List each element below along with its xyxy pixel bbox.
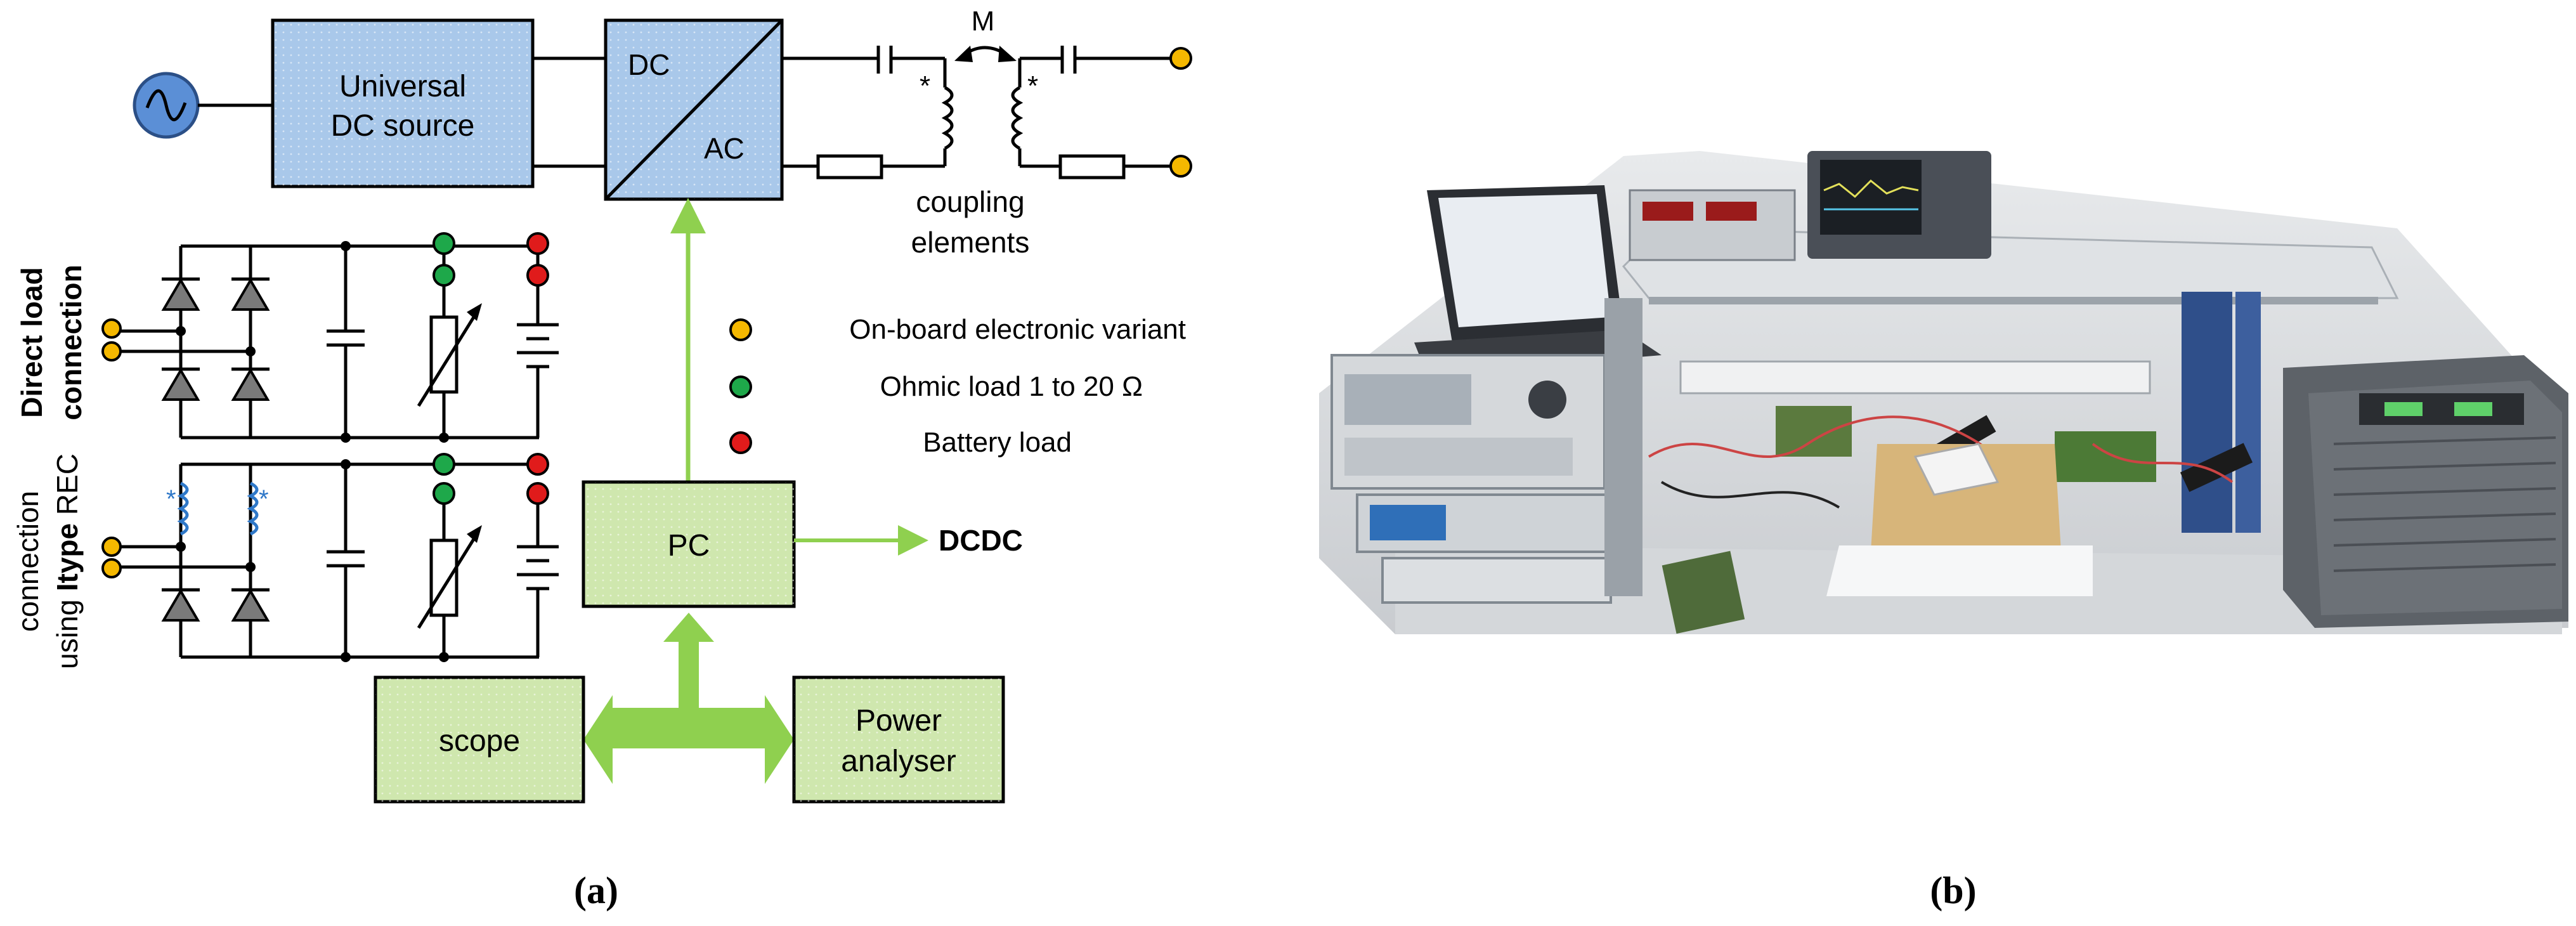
itype-input-terminal-2 (101, 558, 122, 578)
itype-label-rec: REC (51, 453, 84, 523)
itype-battery-terminal-bottom (526, 482, 549, 505)
output-terminal-top (1169, 47, 1192, 70)
ac-source-icon (133, 72, 200, 139)
itype-input-terminal-1 (101, 537, 122, 557)
direct-load-circuit (101, 232, 559, 443)
output-terminal-bottom (1169, 155, 1192, 178)
caption-a: (a) (574, 870, 618, 911)
legend-label-battery: Battery load (923, 427, 1072, 458)
scope-label: scope (439, 724, 520, 758)
itype-battery-terminal-top (526, 453, 549, 476)
dc-ac-converter-box: DC AC (604, 18, 784, 201)
secondary-circuit: * (1011, 46, 1192, 179)
converter-dc-label: DC (628, 48, 670, 81)
legend: On-board electronic variant Ohmic load 1… (729, 314, 1186, 458)
mutual-label: M (972, 6, 995, 37)
itype-label-2: using Itype REC (51, 453, 84, 669)
legend-label-ohmic: Ohmic load 1 to 20 Ω (880, 371, 1143, 402)
itype-ohmic-terminal-top (433, 453, 455, 476)
power-analyser-box: Power analyser (792, 675, 1005, 804)
pc-box: PC (582, 480, 796, 608)
primary-dot-mark: * (920, 70, 930, 101)
coupling-label-2: elements (911, 226, 1030, 259)
scope-box: scope (374, 675, 585, 804)
mutual-inductance-arrow: M (954, 6, 1017, 62)
direct-battery-terminal-top (526, 232, 549, 255)
converter-ac-label: AC (704, 132, 745, 165)
pc-label: PC (668, 529, 710, 563)
direct-battery-terminal-bottom (526, 264, 549, 287)
coupling-label-1: coupling (916, 185, 1024, 218)
direct-load-label-1: Direct load (15, 267, 48, 418)
secondary-dot-mark: * (1027, 70, 1038, 101)
panel-a: Universal DC source DC AC * (11, 6, 1192, 911)
primary-circuit: * (782, 46, 954, 179)
itype-rec-circuit: * * (101, 453, 559, 662)
data-bus-arrows (583, 613, 794, 784)
direct-load-label: Direct load connection (15, 264, 88, 420)
direct-load-label-2: connection (55, 264, 88, 420)
universal-dc-source-box: Universal DC source (271, 18, 535, 188)
itype-ohmic-terminal-bottom (433, 482, 455, 505)
direct-ohmic-terminal-top (433, 232, 455, 255)
legend-dot-yellow (729, 318, 752, 341)
dc-source-label-2: DC source (331, 109, 475, 143)
direct-ohmic-terminal-bottom (433, 264, 455, 287)
itype-label-1: connection (11, 491, 44, 632)
panel-b-photo: (b) (1319, 151, 2568, 911)
itype-dot-mark-1: * (166, 485, 176, 513)
power-analyser-label-1: Power (855, 704, 942, 738)
legend-dot-green (729, 375, 752, 398)
itype-dot-mark-2: * (259, 485, 269, 513)
legend-dot-red (729, 431, 752, 454)
power-analyser-label-2: analyser (841, 745, 956, 778)
dcdc-label: DCDC (939, 524, 1023, 557)
legend-label-onboard: On-board electronic variant (849, 314, 1186, 345)
dc-source-label-1: Universal (339, 70, 466, 103)
itype-label-using: using (51, 591, 84, 669)
direct-input-terminal-1 (101, 318, 122, 339)
itype-label: connection using Itype REC (11, 453, 84, 669)
itype-label-bold: Itype (51, 523, 84, 591)
direct-input-terminal-2 (101, 341, 122, 362)
caption-b: (b) (1930, 870, 1976, 911)
